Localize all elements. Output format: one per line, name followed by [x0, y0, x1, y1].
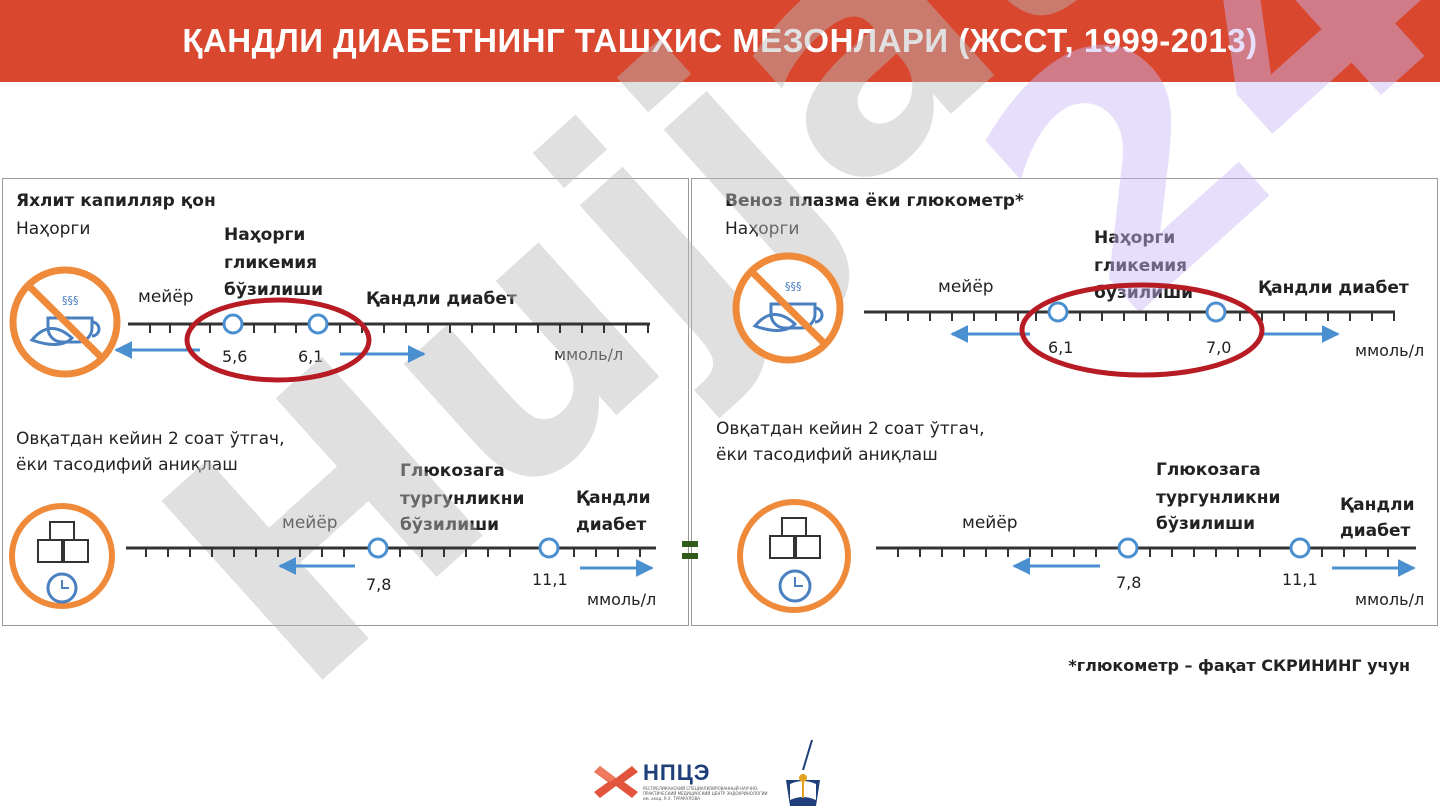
right-post-marker-2	[1289, 537, 1311, 559]
right-fasting-label: Наҳорги	[725, 219, 800, 239]
right-post-marker-1	[1117, 537, 1139, 559]
no-food-icon: §§§	[9, 266, 121, 378]
right-igt-line3: бўзилиши	[1156, 514, 1256, 534]
left-fasting-value-1: 5,6	[222, 347, 248, 366]
right-panel-title: Веноз плазма ёки глюкометр*	[725, 191, 1024, 211]
npce-logo-name: НПЦЭ	[643, 760, 711, 785]
capillary-blood-panel	[2, 178, 689, 626]
left-igt-line2: тургунликни	[400, 489, 525, 509]
right-post-value-1: 7,8	[1116, 573, 1142, 592]
left-post-diabetes-2: диабет	[576, 515, 647, 535]
no-food-icon-right: §§§	[732, 252, 844, 364]
emblem-icon	[786, 739, 820, 806]
right-fasting-axis	[864, 282, 1395, 378]
svg-text:§§§: §§§	[785, 280, 802, 293]
right-fasting-marker-2	[1205, 301, 1227, 323]
left-ifg-highlight	[184, 297, 372, 383]
left-post-label-2: ёки тасодифий аниқлаш	[16, 455, 238, 475]
left-fasting-marker-2	[307, 313, 329, 335]
right-igt-line2: тургунликни	[1156, 488, 1281, 508]
right-post-diabetes-1: Қандли	[1340, 495, 1415, 515]
right-post-axis	[876, 537, 1416, 577]
right-ifg-line2: гликемия	[1094, 256, 1188, 276]
right-fasting-unit: ммоль/л	[1355, 341, 1425, 360]
right-fasting-value-2: 7,0	[1206, 338, 1232, 357]
left-post-value-2: 11,1	[532, 570, 568, 589]
left-fasting-axis	[114, 297, 650, 383]
left-fasting-value-2: 6,1	[298, 347, 324, 366]
footnote: *глюкометр – фақат СКРИНИНГ учун	[1068, 656, 1410, 675]
left-post-value-1: 7,8	[366, 575, 392, 594]
left-ifg-line1: Наҳорги	[224, 225, 306, 245]
right-fasting-diabetes: Қандли диабет	[1258, 278, 1409, 298]
left-fasting-diabetes: Қандли диабет	[366, 289, 517, 309]
title-bar: ҚАНДЛИ ДИАБЕТНИНГ ТАШХИС МЕЗОНЛАРИ (ЖССТ…	[0, 0, 1440, 82]
equals-sign	[682, 541, 698, 561]
left-igt-line1: Глюкозага	[400, 461, 505, 481]
npce-cross-icon	[594, 766, 638, 798]
right-ifg-highlight	[1019, 282, 1265, 378]
sugar-cubes-clock-icon-right	[737, 499, 851, 613]
right-fasting-value-1: 6,1	[1048, 338, 1074, 357]
right-fasting-norm: мейёр	[938, 277, 994, 297]
left-panel-title: Яхлит капилляр қон	[16, 191, 216, 211]
right-igt-line1: Глюкозага	[1156, 460, 1261, 480]
left-fasting-unit: ммоль/л	[554, 345, 624, 364]
sugar-cubes-clock-icon	[9, 503, 115, 609]
npce-logo-subtitle: РЕСПУБЛИКАНСКИЙ СПЕЦИАЛИЗИРОВАННЫЙ НАУЧН…	[643, 786, 768, 801]
left-igt-line3: бўзилиши	[400, 515, 500, 535]
left-fasting-marker-1	[222, 313, 244, 335]
left-ifg-line3: бўзилиши	[224, 280, 324, 300]
page-title: ҚАНДЛИ ДИАБЕТНИНГ ТАШХИС МЕЗОНЛАРИ (ЖССТ…	[182, 22, 1258, 59]
svg-text:24: 24	[915, 0, 1440, 388]
left-ifg-line2: гликемия	[224, 253, 318, 273]
right-post-label-2: ёки тасодифий аниқлаш	[716, 445, 938, 465]
right-post-label-1: Овқатдан кейин 2 соат ўтгач,	[716, 419, 985, 439]
right-fasting-marker-1	[1047, 301, 1069, 323]
left-fasting-label: Наҳорги	[16, 219, 91, 239]
left-post-diabetes-1: Қандли	[576, 488, 651, 508]
right-post-unit: ммоль/л	[1355, 590, 1425, 609]
npce-logo: НПЦЭ РЕСПУБЛИКАНСКИЙ СПЕЦИАЛИЗИРОВАННЫЙ …	[594, 760, 784, 808]
left-post-axis	[126, 537, 656, 577]
svg-text:§§§: §§§	[62, 294, 79, 307]
right-post-norm: мейёр	[962, 513, 1018, 533]
left-post-marker-1	[367, 537, 389, 559]
right-post-value-2: 11,1	[1282, 570, 1318, 589]
right-ifg-line1: Наҳорги	[1094, 228, 1176, 248]
left-post-norm: мейёр	[282, 513, 338, 533]
left-post-label-1: Овқатдан кейин 2 соат ўтгач,	[16, 429, 285, 449]
right-post-diabetes-2: диабет	[1340, 521, 1411, 541]
left-post-marker-2	[538, 537, 560, 559]
left-fasting-norm: мейёр	[138, 287, 194, 307]
venous-plasma-panel	[691, 178, 1438, 626]
left-post-unit: ммоль/л	[587, 590, 657, 609]
